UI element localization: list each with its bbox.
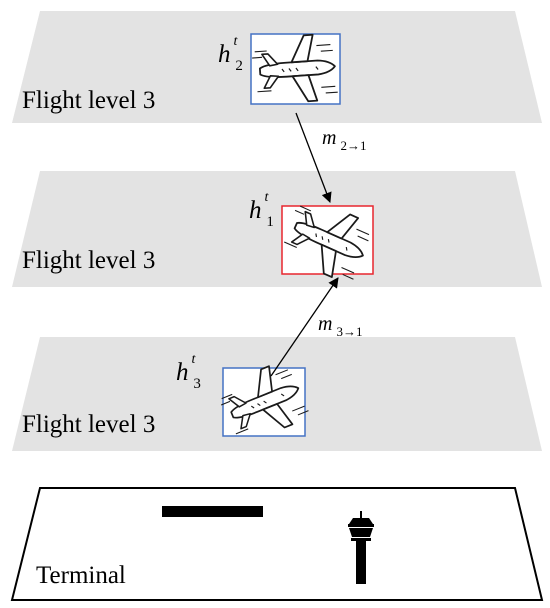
agent-state-label: h t 3 [176,350,201,392]
agent-state-label: h t 1 [249,188,274,230]
level-label: Flight level 3 [22,411,155,438]
flight-level-plane: Flight level 3 h t 2 [12,11,542,123]
terminal-plane-shape [10,487,544,601]
terminal-label: Terminal [36,562,126,589]
terminal-plane: Terminal [10,487,544,601]
message-label: m 3→1 [318,313,362,339]
flight-level-plane: Flight level 3 h t 3 [12,337,542,451]
runway-icon [162,506,263,517]
flight-level-plane: Flight level 3 h t 1 [12,171,542,287]
arrow-line [295,112,332,203]
message-label: m 2→1 [322,127,366,153]
message-arrow-2-to-1: m 2→1 [295,112,366,203]
arrow-line [270,277,339,377]
agent-state-label: h t 2 [218,32,243,74]
message-arrow-3-to-1: m 3→1 [270,277,362,377]
control-tower-icon [348,511,374,584]
level-label: Flight level 3 [22,247,155,274]
level-plane-shape [12,171,542,287]
level-label: Flight level 3 [22,87,155,114]
